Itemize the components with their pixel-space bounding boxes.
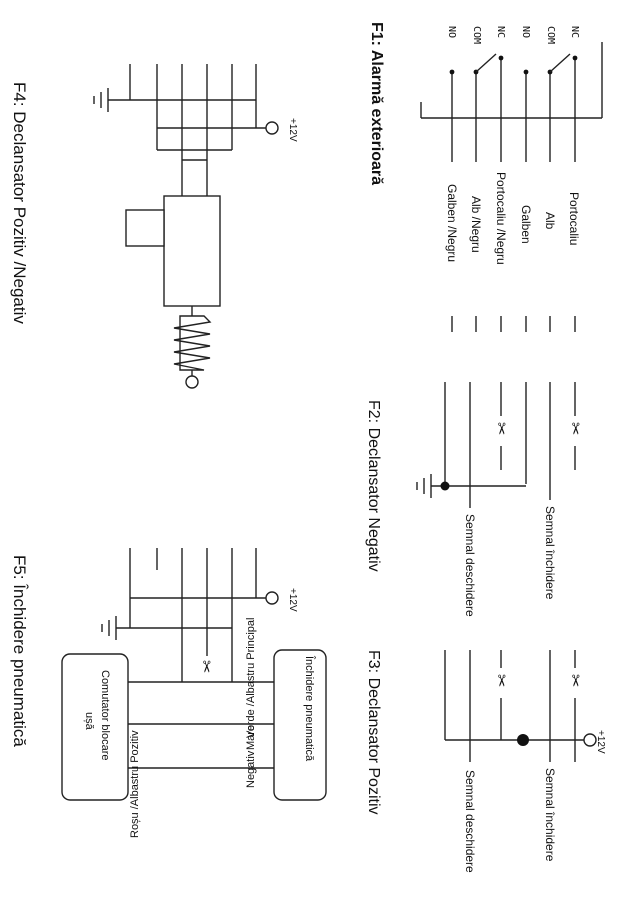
pneumatic-lock-box: [273, 649, 327, 801]
f5-voltage-label: +12V: [287, 588, 298, 612]
f3-junction-dot: [517, 734, 529, 746]
pneumatic-lock-label: Închidere pneumatică: [303, 655, 316, 762]
f1-pin-label: COM: [471, 26, 482, 44]
door-lock-switch-label: ușă: [83, 712, 95, 731]
f1-contact-dot: [449, 69, 455, 75]
f5-supply-terminal: [265, 591, 279, 605]
f2-scissors-icon: ✂: [492, 422, 509, 435]
f4-circuit: +12V: [93, 64, 298, 196]
door-lock-switch-box: [61, 653, 129, 801]
f1-pin-label: NC: [495, 26, 506, 38]
f5-title: F5: Închidere pneumatică: [10, 555, 29, 747]
f1-connector-dashes: [451, 316, 576, 332]
f3-circuit: +12V ✂ ✂ Semnal închidere Semnal deschid…: [444, 650, 606, 873]
f1-wire-label: Portocaliu: [567, 192, 581, 245]
f3-title: F3: Declansator Pozitiv: [365, 650, 382, 815]
f1-contact-dot: [498, 55, 504, 61]
f2-signal-open: Semnal deschidere: [463, 514, 477, 617]
f3-signal-open: Semnal deschidere: [463, 770, 477, 873]
f1-pin-label: NO: [520, 26, 531, 38]
f1-wire-label: Alb /Negru: [469, 196, 483, 253]
f2-circuit: ✂ ✂ Semnal închidere Semnal deschidere: [416, 382, 583, 617]
f3-scissors-icon: ✂: [492, 674, 509, 687]
f1-pin-label: NC: [569, 26, 580, 38]
actuator-icon: [125, 195, 221, 389]
f5-wire-label: Negativ: [245, 750, 257, 788]
f2-scissors-icon: ✂: [566, 422, 583, 435]
f2-title: F2: Declansator Negativ: [365, 400, 382, 572]
f4-voltage-label: +12V: [287, 118, 298, 142]
f1-relay-block: NC COM NO NC COM NO: [420, 26, 603, 162]
f5-wire-label: Verde /Albastru Principal: [245, 618, 257, 738]
f1-pin-label: NO: [446, 26, 457, 38]
door-lock-switch-label: Comutator blocare: [99, 670, 111, 761]
f1-contact-dot: [572, 55, 578, 61]
f3-supply-terminal: [583, 733, 597, 747]
f3-scissors-icon: ✂: [566, 674, 583, 687]
f1-wire-labels: Portocaliu Alb Galben Portocaliu /Negru …: [445, 172, 581, 265]
f4-title: F4: Declansator Pozitiv /Negativ: [10, 82, 29, 324]
f5-circuit: +12V ✂ Închidere pneumatică Comutator bl…: [61, 548, 327, 838]
f5-wire-label: Roșu /Albastru Pozitiv: [129, 730, 141, 838]
f4-supply-terminal: [265, 121, 279, 135]
f1-pin-label: COM: [545, 26, 556, 44]
f1-wire-label: Portocaliu /Negru: [494, 172, 508, 265]
f3-voltage-label: +12V: [595, 730, 606, 754]
f1-wire-label: Galben: [519, 205, 533, 244]
f1-wire-label: Galben /Negru: [445, 184, 459, 262]
f1-wire-label: Alb: [543, 212, 557, 230]
f1-title: F1: Alarmă exterioară: [368, 22, 385, 185]
f5-wire-label: Maro: [245, 725, 257, 750]
f5-scissors-icon: ✂: [197, 660, 214, 673]
f1-contact-dot: [523, 69, 529, 75]
f2-signal-close: Semnal închidere: [543, 506, 557, 600]
f3-signal-close: Semnal închidere: [543, 768, 557, 862]
f2-junction-dot: [440, 481, 450, 491]
